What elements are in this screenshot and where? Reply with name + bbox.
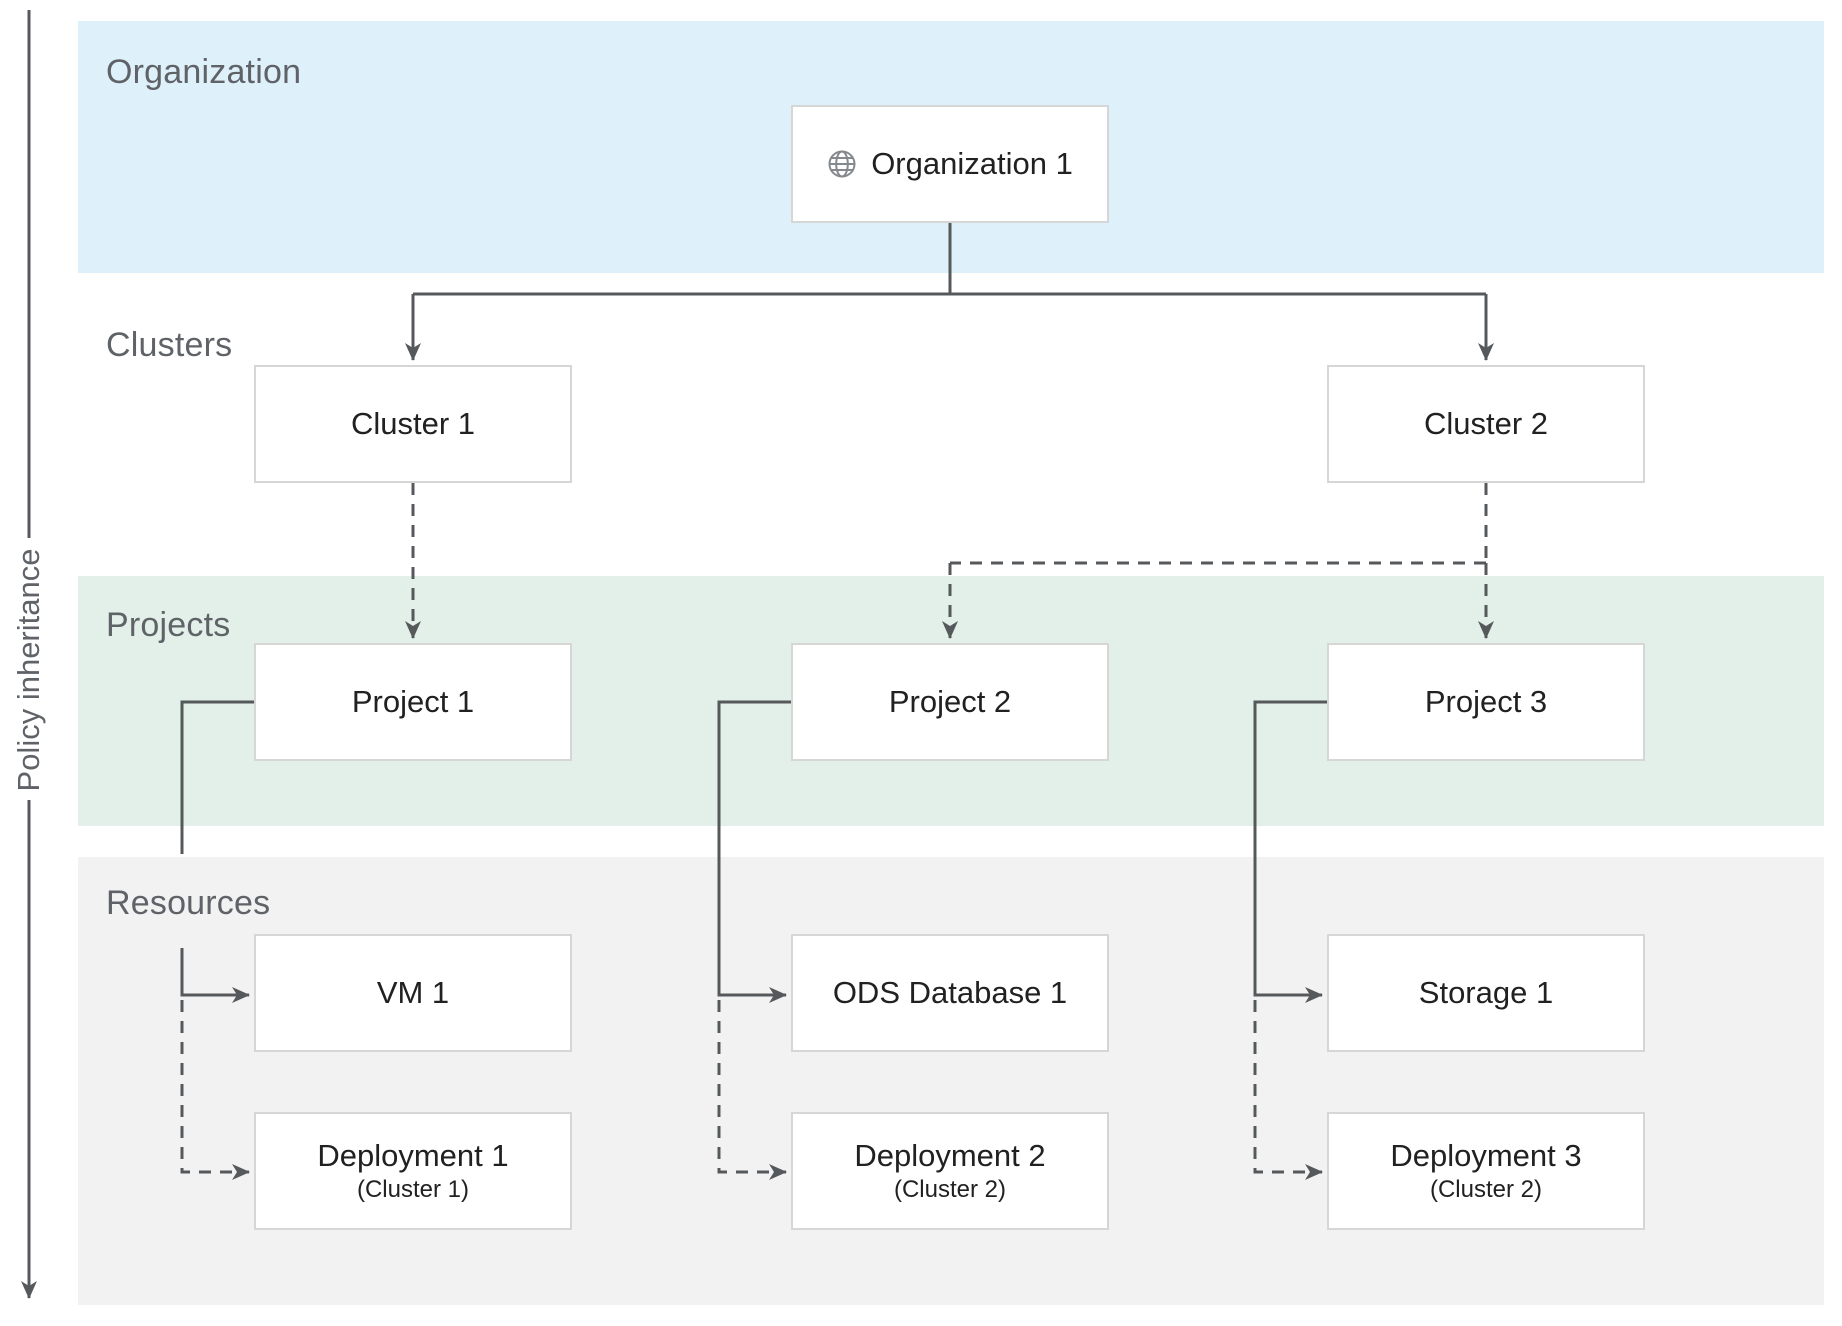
node-sublabel: (Cluster 1): [356, 1176, 470, 1203]
node-deployment-2: Deployment 2 (Cluster 2): [791, 1112, 1109, 1230]
node-label: ODS Database 1: [832, 975, 1068, 1010]
node-label: Deployment 1: [317, 1138, 509, 1173]
resources-band-label: Resources: [106, 884, 271, 922]
node-cluster-1: Cluster 1: [254, 365, 572, 483]
node-cluster-2: Cluster 2: [1327, 365, 1645, 483]
node-label: Cluster 2: [1423, 406, 1549, 441]
node-vm-1: VM 1: [254, 934, 572, 1052]
node-label: Storage 1: [1418, 975, 1554, 1010]
node-label: Deployment 3: [1390, 1138, 1582, 1173]
node-label: Deployment 2: [854, 1138, 1046, 1173]
node-organization-1: Organization 1: [791, 105, 1109, 223]
node-storage-1: Storage 1: [1327, 934, 1645, 1052]
node-project-2: Project 2: [791, 643, 1109, 761]
node-deployment-3: Deployment 3 (Cluster 2): [1327, 1112, 1645, 1230]
node-ods-database-1: ODS Database 1: [791, 934, 1109, 1052]
clusters-band-label: Clusters: [106, 326, 233, 364]
globe-icon: [827, 149, 857, 179]
node-label: VM 1: [376, 975, 450, 1010]
node-deployment-1: Deployment 1 (Cluster 1): [254, 1112, 572, 1230]
node-project-3: Project 3: [1327, 643, 1645, 761]
node-sublabel: (Cluster 2): [893, 1176, 1007, 1203]
node-sublabel: (Cluster 2): [1429, 1176, 1543, 1203]
organization-band-label: Organization: [106, 53, 302, 91]
resources-band: [78, 857, 1824, 1305]
node-project-1: Project 1: [254, 643, 572, 761]
projects-band-label: Projects: [106, 606, 231, 644]
node-label: Project 1: [351, 684, 475, 719]
node-label: Organization 1: [871, 146, 1073, 181]
node-label: Project 3: [1424, 684, 1548, 719]
node-label: Cluster 1: [350, 406, 476, 441]
node-label: Project 2: [888, 684, 1012, 719]
policy-inheritance-label: Policy inheritance: [11, 548, 46, 792]
